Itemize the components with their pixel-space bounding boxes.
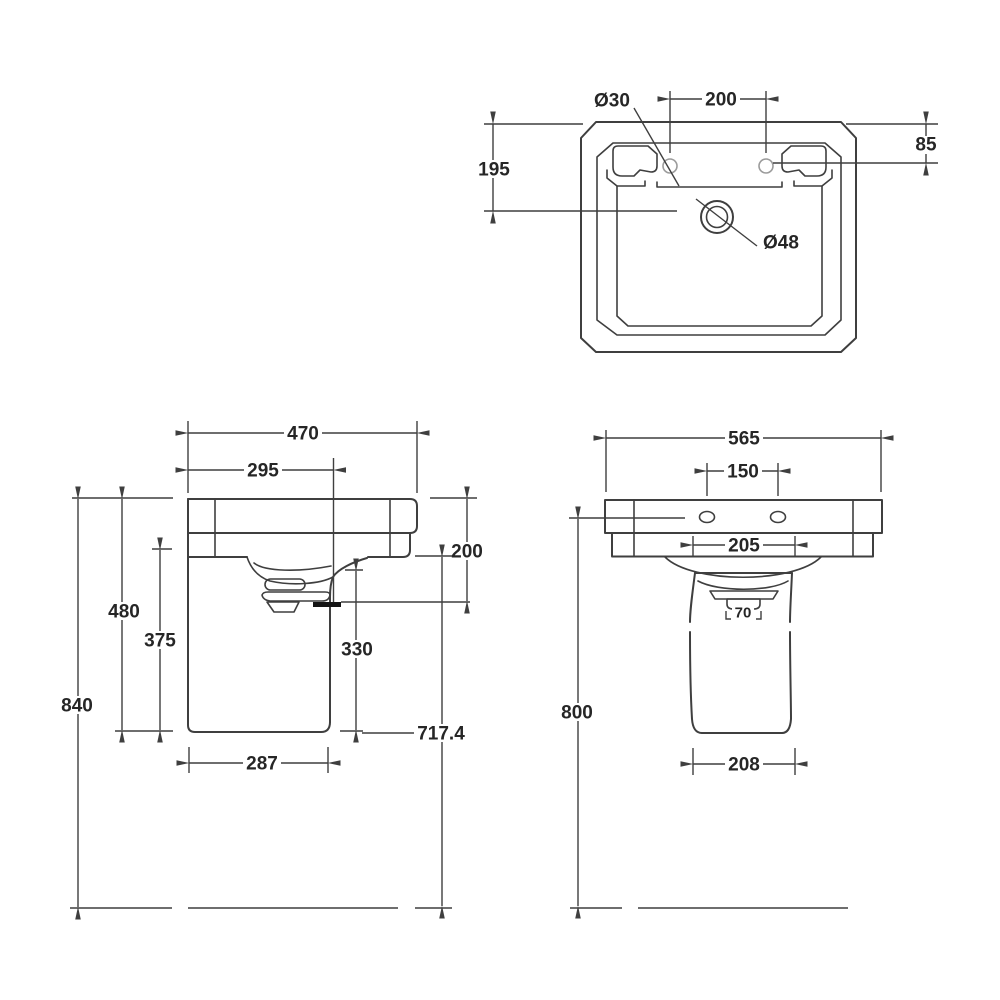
side-rim-lower (367, 532, 411, 558)
side-overflow-slot (264, 578, 306, 591)
label-background (414, 724, 468, 742)
extension-line (756, 611, 762, 620)
side-drain-fitting (266, 601, 300, 613)
front-dimensions: 565 150 205 70 800 (558, 429, 894, 919)
dim-waste-diameter-label: Ø48 (763, 233, 799, 254)
plan-dimensions: 200 Ø30 195 85 Ø48 (475, 90, 940, 254)
plan-tap-hole-left (662, 158, 678, 174)
leader-line-hole-diameter (633, 107, 680, 187)
dim-hole-diameter-label: Ø30 (594, 91, 630, 112)
plan-right-wing-ledge (781, 145, 827, 177)
dim-outlet-to-pedestal-label: 330 (341, 640, 373, 661)
label-background (725, 536, 763, 554)
dim-back-ledge-width-label: 205 (728, 536, 760, 557)
label-background (724, 462, 762, 480)
label-background (141, 631, 179, 649)
front-tap-hole-right (769, 510, 787, 524)
plan-outer-rim (580, 121, 857, 353)
plan-right-step (793, 169, 833, 187)
label-background (448, 542, 486, 560)
dim-pedestal-depth-label: 287 (246, 754, 278, 775)
front-rim-top (604, 499, 883, 534)
dim-overall-height-label: 840 (61, 696, 93, 717)
label-background (912, 136, 940, 154)
plan-deck-front-edge (656, 181, 783, 188)
front-pedestal-right-side (781, 572, 793, 734)
label-background (244, 461, 282, 479)
side-bowl-inner-line (253, 562, 332, 571)
plan-left-wing-ledge (612, 145, 658, 177)
side-bowl-outer-curve (246, 556, 334, 585)
side-waste-tray (261, 591, 331, 602)
plan-basin-outline (580, 121, 857, 353)
label-background (284, 424, 322, 442)
front-basin-outline (604, 499, 883, 734)
front-bowl-underside-arc (664, 556, 822, 579)
dim-hole-spacing-label: 200 (705, 90, 737, 111)
label-background (243, 754, 281, 772)
front-view: 565 150 205 70 800 (558, 429, 894, 919)
dim-rim-to-outlet-label: 200 (451, 542, 483, 563)
dim-pedestal-height-label: 375 (144, 631, 176, 652)
front-rim-lower (611, 532, 874, 558)
label-background (558, 703, 596, 721)
side-rim-top (187, 498, 418, 534)
dim-floor-to-outlet-label: 717.4 (417, 724, 465, 745)
plan-waste-hole-outer (700, 200, 734, 234)
dim-hole-spacing-front-label: 150 (727, 462, 759, 483)
front-bowl-inner-arc (697, 580, 789, 591)
front-trap-housing (709, 590, 779, 600)
label-background (475, 160, 513, 178)
dim-floor-to-rim-label: 800 (561, 703, 593, 724)
label-background (702, 90, 740, 108)
side-view: 470 295 840 480 375 330 (58, 421, 486, 920)
plan-bowl-outline (616, 185, 823, 327)
dim-overall-width-label: 565 (728, 429, 760, 450)
plan-inner-rim (596, 142, 842, 336)
plan-waste-hole-inner (705, 205, 729, 229)
front-pedestal-left-side (689, 572, 703, 734)
dim-overall-depth-label: 470 (287, 424, 319, 445)
dim-front-to-waste-label: 295 (247, 461, 279, 482)
side-basin-outline (187, 498, 470, 733)
label-background (338, 640, 376, 658)
dim-rim-to-holes-label: 85 (915, 135, 937, 156)
plan-view: 200 Ø30 195 85 Ø48 (475, 90, 940, 353)
dim-rim-to-pedestal-label: 480 (108, 602, 140, 623)
label-background (58, 696, 96, 714)
side-pedestal-front (187, 498, 331, 733)
label-background (725, 429, 763, 447)
front-tap-hole-left (698, 510, 716, 524)
plan-tap-hole-right (758, 158, 774, 174)
dim-rim-to-waste-label: 195 (478, 160, 510, 181)
dim-pedestal-width-label: 208 (728, 755, 760, 776)
label-background (725, 755, 763, 773)
leader-line-waste-diameter (695, 198, 758, 247)
plan-left-step (606, 169, 646, 187)
side-dimensions: 470 295 840 480 375 330 (58, 421, 486, 920)
dim-trap-width-label: 70 (735, 605, 752, 622)
label-background (732, 605, 754, 621)
extension-line (725, 611, 731, 620)
label-background (105, 602, 143, 620)
